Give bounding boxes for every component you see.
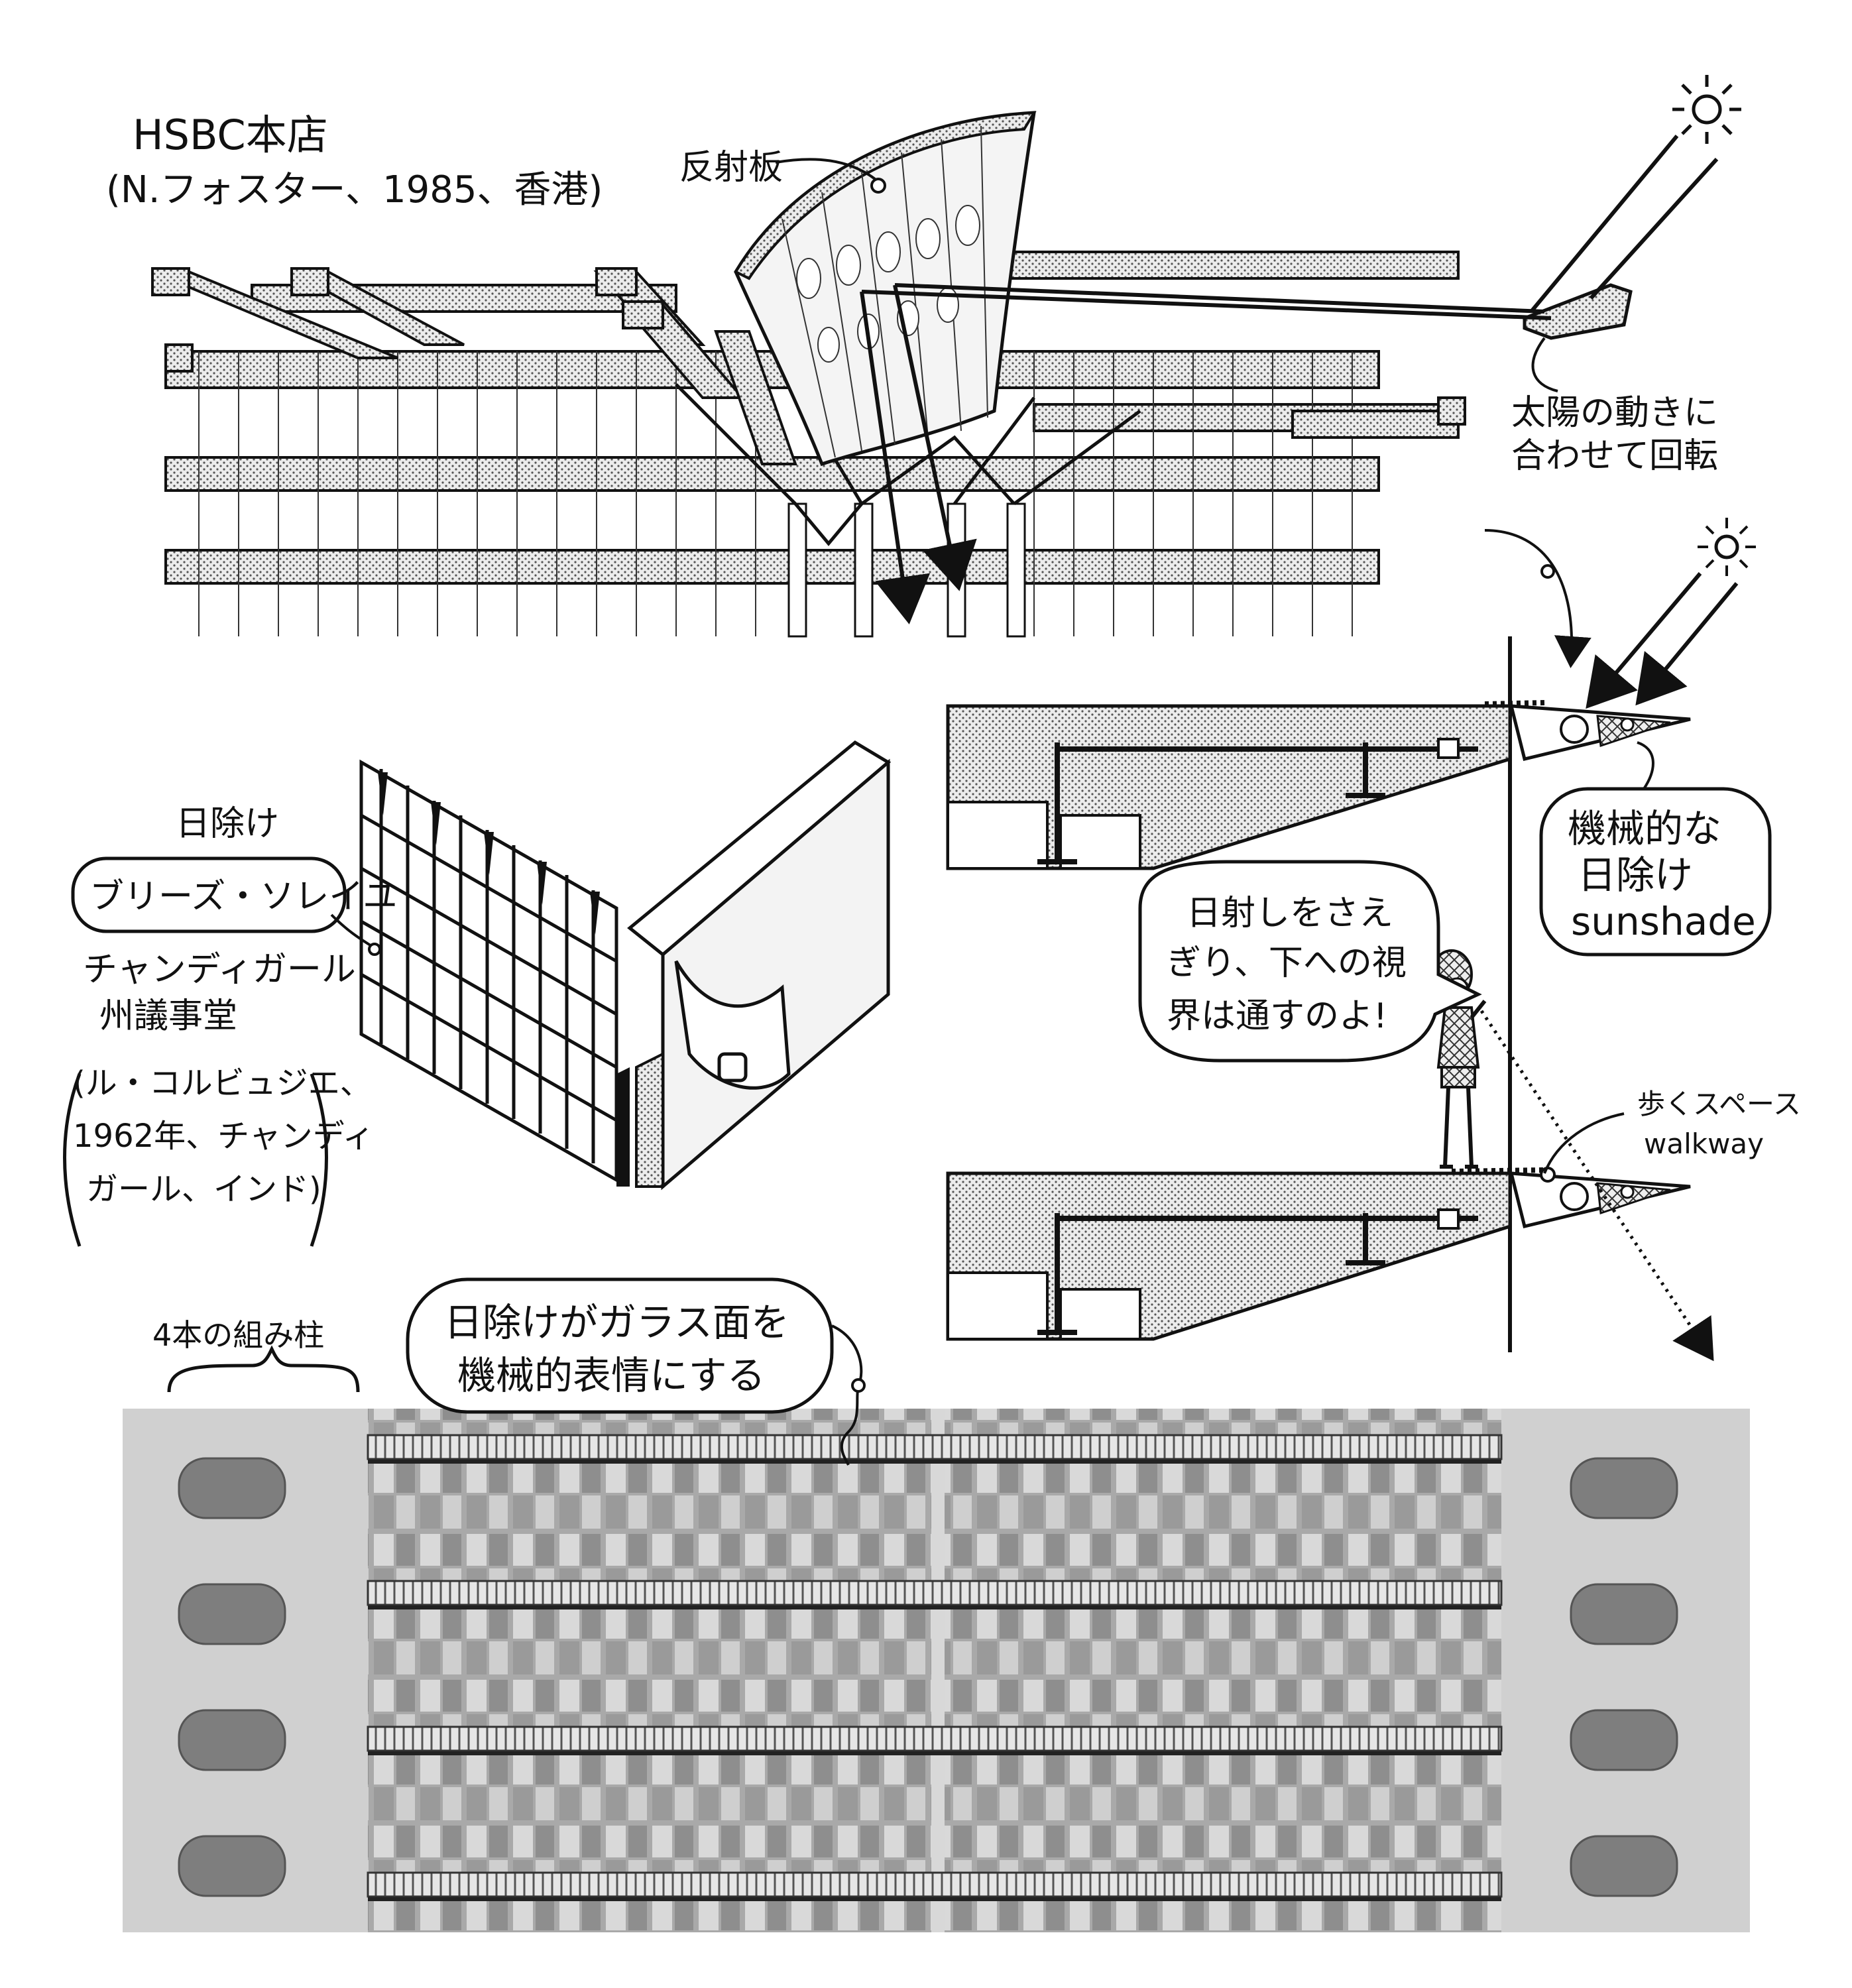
chandigarh-line-4: 1962年、チャンディ <box>73 1118 374 1155</box>
brise-soleil-label: ブリーズ・ソレイユ <box>89 877 397 917</box>
sun-icon-small <box>1698 518 1756 576</box>
title-line-2: (N.フォスター、1985、香港) <box>106 168 603 211</box>
walkway-label-2: walkway <box>1644 1128 1764 1160</box>
chandigarh-line-3: (ル・コルビュジエ、 <box>73 1065 372 1102</box>
mech-sunshade-box <box>1539 787 1772 957</box>
brise-soleil-box <box>71 856 347 933</box>
chandigarh-line-5: ガール、インド) <box>86 1171 321 1208</box>
sunshade-section-drawing <box>946 572 1739 1362</box>
sunshade-heading: 日除け <box>176 804 279 844</box>
sunshade-expression-bubble <box>406 1277 834 1414</box>
walkway-label-1: 歩くスペース <box>1637 1088 1801 1120</box>
brise-soleil-drawing <box>359 740 892 1191</box>
columns-label: 4本の組み柱 <box>152 1317 324 1353</box>
rotate-label-2: 合わせて回転 <box>1511 436 1718 476</box>
speech-bubble-view <box>1138 860 1482 1063</box>
chandigarh-line-2: 州議事堂 <box>99 996 237 1036</box>
hsbc-atrium-drawing <box>151 111 1719 638</box>
title-line-1: HSBC本店 <box>133 111 328 159</box>
chandigarh-line-1: チャンディガール <box>83 950 356 990</box>
reflector-label: 反射板 <box>679 148 783 188</box>
speech-line-3: 界は通すのよ! <box>1167 996 1387 1036</box>
mech-label-2: 日除け <box>1578 852 1693 898</box>
mech-label-1: 機械的な <box>1568 806 1721 851</box>
speech-line-1: 日射しをさえ <box>1186 894 1393 933</box>
sun-icon <box>1672 75 1741 144</box>
mech-label-3: sunshade <box>1571 899 1756 944</box>
speech-line-2: ぎり、下への視 <box>1167 943 1407 983</box>
bubble-line-2: 機械的表情にする <box>457 1353 766 1398</box>
hsbc-facade-photo <box>123 1409 1750 1932</box>
rotate-label-1: 太陽の動きに <box>1511 393 1718 433</box>
bubble-line-1: 日除けがガラス面を <box>444 1300 789 1345</box>
